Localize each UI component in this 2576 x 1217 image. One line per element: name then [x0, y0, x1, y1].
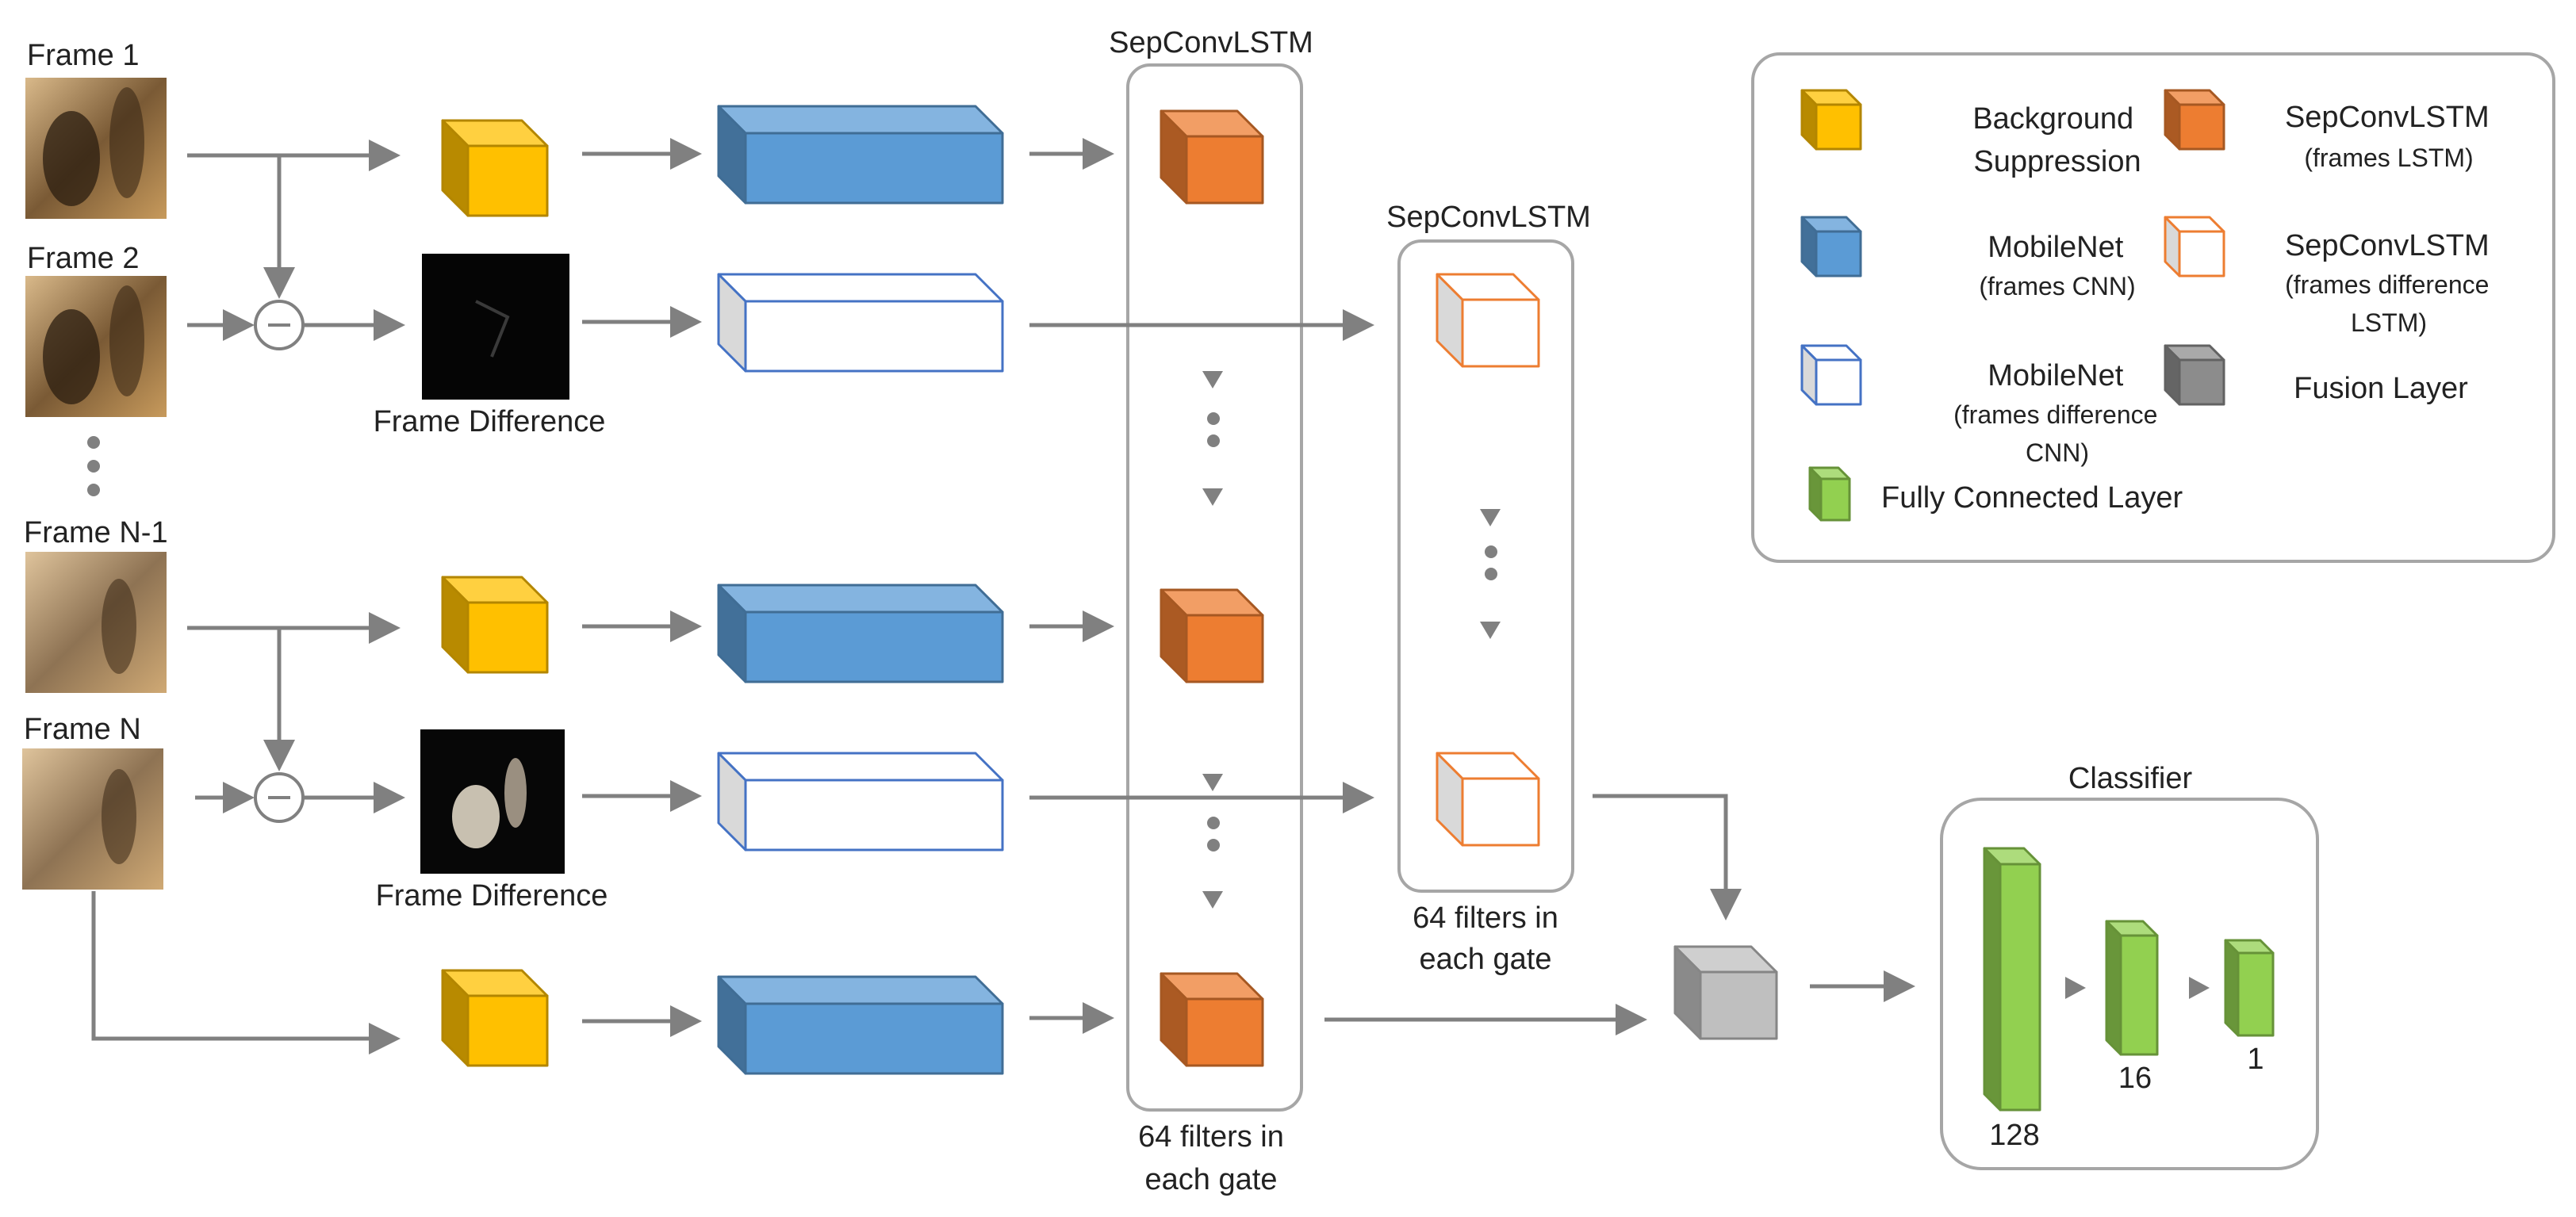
orange-outline-cube-icon	[2164, 216, 2225, 277]
legend-label-sepconvlstm-frames: SepConvLSTM (frames LSTM)	[2285, 101, 2493, 172]
classifier-size-128: 128	[1989, 1119, 2039, 1152]
frame-difference-image-1	[422, 254, 569, 400]
lstm-diff-caption-2: each gate	[1420, 943, 1552, 976]
fusion-layer-cube	[1673, 945, 1778, 1040]
blue-cube-icon	[1800, 216, 1862, 277]
legend-label-mobilenet-difference: MobileNet (frames difference CNN)	[1953, 359, 2161, 467]
classifier-size-1: 1	[2247, 1043, 2264, 1076]
legend-icons	[1800, 89, 2225, 522]
background-suppression-cube-1	[441, 119, 549, 217]
lstm-diff-ellipsis	[1480, 509, 1501, 639]
frame-difference-label-2: Frame Difference	[376, 879, 608, 913]
classifier-size-16: 16	[2118, 1062, 2152, 1095]
lstm-main-caption-2: each gate	[1145, 1163, 1278, 1196]
classifier-arrows	[2065, 977, 2210, 999]
mobilenet-difference-block-2	[717, 752, 1004, 852]
sepconvlstm-frames-cube-3	[1160, 972, 1264, 1067]
lstm-diff-caption-1: 64 filters in	[1413, 901, 1558, 935]
frame-n-1-thumbnail	[25, 552, 167, 693]
green-cube-icon	[1808, 466, 1851, 522]
lstm-main-title: SepConvLSTM	[1109, 26, 1313, 59]
legend-label-background-suppression: Background Suppression	[1972, 102, 2141, 178]
subtract-operator-2	[254, 772, 305, 823]
background-suppression-cube-2	[441, 576, 549, 674]
yellow-cube-icon	[1800, 89, 1862, 151]
legend-panel	[1751, 52, 2555, 563]
sepconvlstm-difference-cube-1	[1436, 273, 1540, 368]
frame-2-thumbnail	[25, 276, 167, 417]
subtract-operator-1	[254, 300, 305, 350]
frame-1-thumbnail	[25, 78, 167, 219]
legend-label-mobilenet-frames: MobileNet (frames CNN)	[1979, 231, 2135, 300]
frame-n-thumbnail	[22, 748, 163, 890]
white-cube-icon	[1800, 344, 1862, 406]
lstm-main-ellipsis-2	[1202, 774, 1223, 909]
mobilenet-frames-block-1	[717, 105, 1004, 205]
gray-cube-icon	[2164, 344, 2225, 406]
lstm-main-ellipsis-1	[1202, 371, 1223, 506]
arrow-difflstm-to-fusion	[1593, 794, 1742, 920]
sepconvlstm-frames-cube-1	[1160, 109, 1264, 205]
orange-cube-icon	[2164, 89, 2225, 151]
lstm-main-caption-1: 64 filters in	[1138, 1120, 1284, 1154]
frame-difference-image-2	[420, 729, 565, 874]
frame-1-label: Frame 1	[27, 39, 139, 72]
legend-label-fusion-layer: Fusion Layer	[2294, 372, 2468, 405]
frame-2-label: Frame 2	[27, 242, 139, 275]
legend-label-fully-connected: Fully Connected Layer	[1881, 481, 2183, 515]
sepconvlstm-frames-cube-2	[1160, 588, 1264, 683]
frames-ellipsis	[87, 436, 100, 496]
fc-layer-1	[2224, 939, 2275, 1037]
frame-n-label: Frame N	[24, 713, 141, 746]
background-suppression-cube-3	[441, 969, 549, 1067]
fc-layer-16	[2105, 920, 2159, 1056]
mobilenet-frames-block-2	[717, 584, 1004, 683]
legend-label-sepconvlstm-difference: SepConvLSTM (frames difference LSTM)	[2285, 229, 2493, 337]
arrow-framen-to-bg3	[91, 891, 401, 1054]
frame-difference-label-1: Frame Difference	[374, 405, 606, 438]
lstm-main-panel	[1126, 63, 1303, 1112]
sepconvlstm-difference-cube-2	[1436, 752, 1540, 847]
classifier-panel	[1940, 798, 2319, 1170]
mobilenet-difference-block-1	[717, 273, 1004, 373]
network-blocks	[441, 105, 2275, 1112]
lstm-diff-panel	[1397, 239, 1574, 893]
classifier-title: Classifier	[2068, 762, 2193, 795]
lstm-diff-title: SepConvLSTM	[1386, 201, 1591, 234]
frame-n-1-label: Frame N-1	[24, 516, 168, 549]
mobilenet-frames-block-3	[717, 975, 1004, 1075]
fc-layer-128	[1983, 847, 2041, 1112]
